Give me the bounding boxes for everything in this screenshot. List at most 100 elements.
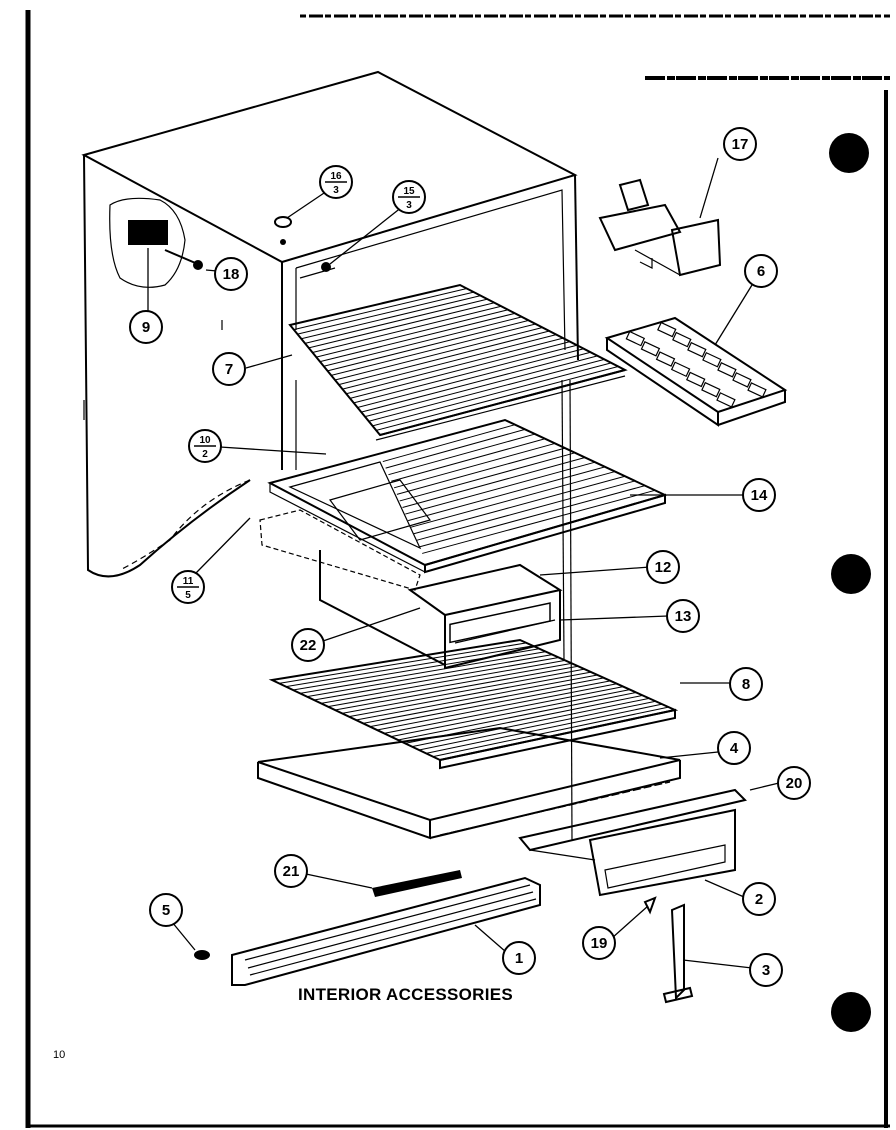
callout-22: 22 — [291, 628, 325, 662]
shelf-wire — [413, 475, 626, 535]
callout-denominator: 5 — [185, 590, 191, 601]
callout-label: 8 — [742, 676, 750, 693]
shelf-wire — [327, 319, 529, 372]
bracket — [372, 870, 462, 897]
leveling-leg — [662, 903, 694, 1004]
shelf-wire — [419, 485, 646, 548]
shelf-wire — [407, 466, 606, 522]
ice-tray-cell — [701, 381, 721, 398]
shelf-wire — [346, 337, 564, 395]
shelf-wire — [361, 351, 591, 413]
callout-12: 12 — [646, 550, 680, 584]
shelf-wire — [391, 438, 546, 482]
callout-2: 2 — [742, 882, 776, 916]
callout-label: 22 — [300, 637, 317, 654]
callout-label: 20 — [786, 775, 803, 792]
shelf-wire — [416, 480, 636, 541]
callout-8: 8 — [729, 667, 763, 701]
callout-5: 5 — [149, 893, 183, 927]
shelf-wire — [355, 674, 598, 721]
shelf-wire — [402, 457, 586, 508]
shelf-wire — [397, 692, 637, 741]
callout-label: 14 — [751, 487, 768, 504]
ice-tray-cell — [655, 351, 676, 367]
shelf-wire — [362, 677, 605, 724]
callout-3: 3 — [749, 953, 783, 987]
callout-6: 6 — [744, 254, 778, 288]
ice-maker — [598, 178, 722, 277]
callout-label: 9 — [142, 319, 150, 336]
callout-numerator: 16 — [330, 171, 342, 182]
shelf-wire — [388, 433, 536, 476]
shelf-wire — [385, 428, 526, 469]
light-socket — [274, 216, 336, 279]
shelf-wire — [372, 362, 612, 427]
callout-21: 21 — [274, 854, 308, 888]
ice-tray-cell — [687, 341, 707, 358]
ice-tray-cell — [670, 361, 691, 378]
callout-14: 14 — [742, 478, 776, 512]
shelf-wire — [393, 442, 556, 489]
temperature-control — [109, 197, 203, 288]
callout-label: 12 — [655, 559, 672, 576]
glass-shelf — [257, 726, 681, 840]
punch-hole-bottom — [831, 992, 871, 1032]
shelf-wire — [301, 295, 481, 340]
shelf-wire — [357, 348, 584, 408]
shelf-wire — [338, 330, 550, 386]
shelf-wire — [422, 489, 656, 554]
shelf-wire — [353, 344, 578, 404]
shelf-wire — [334, 665, 579, 711]
punch-hole-top — [829, 133, 869, 173]
ice-tray-cell — [702, 351, 722, 368]
callout-denominator: 2 — [202, 449, 208, 460]
shelf-wire — [323, 316, 522, 367]
leader-lines — [147, 157, 780, 969]
ice-tray-cell — [685, 371, 706, 388]
callout-19: 19 — [582, 926, 616, 960]
callout-label: 17 — [732, 136, 749, 153]
callout-4: 4 — [717, 731, 751, 765]
shelf-wire — [299, 651, 546, 694]
shelf-wire — [320, 659, 566, 704]
shelf-wire — [369, 680, 611, 728]
shelf-wire — [313, 657, 559, 701]
shelf-wire — [382, 424, 516, 463]
ice-tray-cell — [657, 321, 677, 338]
shelf-wire — [312, 305, 502, 353]
callout-label: 21 — [283, 863, 300, 880]
meat-keeper — [518, 788, 747, 897]
shelf-wire — [376, 365, 619, 431]
cabinet-liner — [81, 70, 579, 841]
callout-16-3: 16 3 — [319, 165, 353, 199]
callout-label: 2 — [755, 891, 763, 908]
callout-label: 5 — [162, 902, 170, 919]
shelf-wire — [410, 471, 616, 528]
callout-numerator: 15 — [403, 186, 415, 197]
callout-1: 1 — [502, 941, 536, 975]
toe-grille — [231, 876, 541, 986]
callout-label: 18 — [223, 266, 240, 283]
shelf-wire — [304, 298, 488, 344]
crisper-pan — [259, 509, 563, 670]
shelf-wire — [342, 334, 557, 390]
ice-cube-tray — [604, 316, 788, 427]
shelf-wire — [331, 323, 536, 376]
shelf-wire — [383, 686, 624, 734]
shelf-wire — [306, 654, 553, 698]
callout-label: 4 — [730, 740, 739, 757]
ice-tray-cell — [716, 392, 736, 408]
shelf-wire — [308, 302, 495, 349]
lower-wire-shelf — [268, 638, 679, 770]
shelf-wire — [405, 461, 596, 515]
callout-label: 1 — [515, 950, 523, 967]
shelf-wire — [319, 312, 516, 363]
ice-tray-cell — [640, 341, 661, 357]
shelf-wire — [425, 703, 663, 754]
callout-numerator: 11 — [183, 576, 194, 587]
callout-17: 17 — [723, 127, 757, 161]
shelf-wire — [396, 447, 566, 495]
callout-label: 3 — [762, 962, 770, 979]
shelf-wire — [297, 291, 474, 335]
